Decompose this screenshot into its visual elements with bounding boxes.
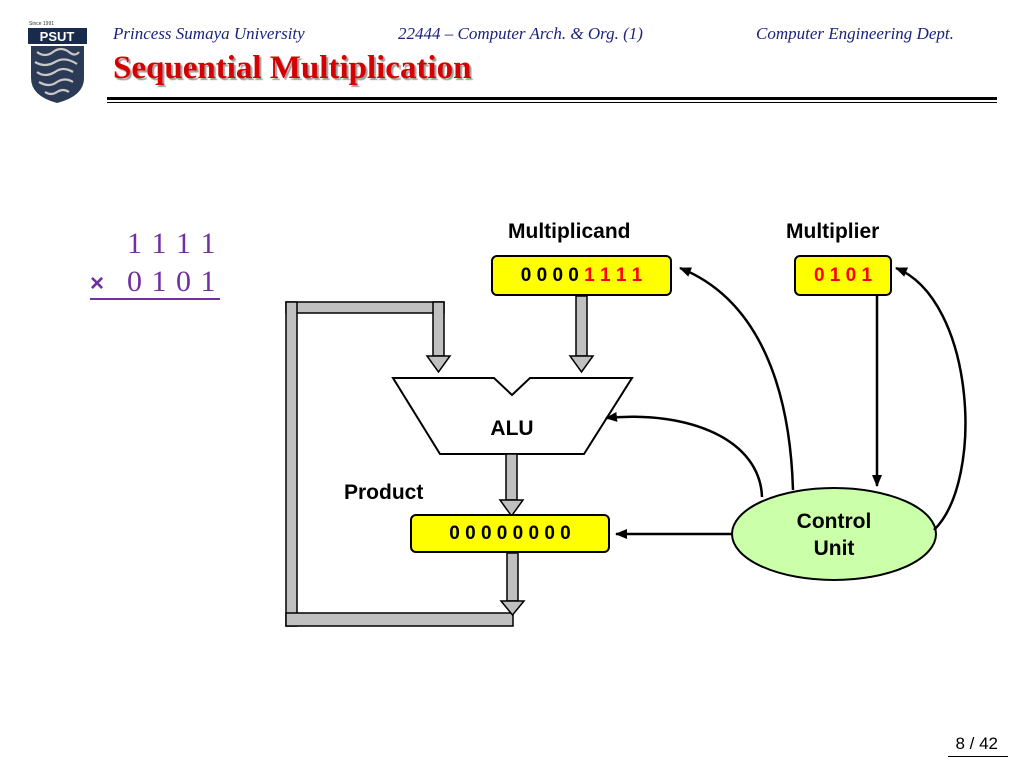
example-times-sign: × [90,270,105,297]
header-university: Princess Sumaya University [113,24,305,43]
slide-title: Sequential Multiplication [113,50,472,86]
title-rule-thick [107,97,997,100]
alu-input-left-arrow [425,301,452,374]
example-multiplicand: 1 1 1 1 [127,227,217,260]
logo-since-text: Since 1991 [29,21,54,27]
multiplicand-to-alu-arrow [568,295,595,374]
product-register: 0 0 0 0 0 0 0 0 [410,514,610,553]
multiplicand-low-bits: 1 1 1 1 [584,264,643,286]
page-number-underline [948,756,1008,757]
page-number: 8 / 42 [955,734,998,753]
feedback-bus [285,301,514,627]
alu-to-product-arrow [498,453,525,518]
control-to-multiplicand-arrow [679,266,795,491]
control-unit-label-line2: Unit [814,537,855,560]
control-unit-label-line1: Control [797,510,872,533]
multiplicand-register: 0 0 0 0 1 1 1 1 [491,255,672,296]
header-department: Computer Engineering Dept. [756,24,954,43]
control-unit-shape [731,487,937,581]
header-course: 22444 – Computer Arch. & Org. (1) [398,24,643,43]
alu-label: ALU [490,417,533,440]
example-underline [90,298,220,300]
multiplicand-label: Multiplicand [508,220,631,243]
example-multiplier: 0 1 0 1 [127,265,217,298]
control-to-multiplier-arrow [895,266,967,531]
product-label: Product [344,481,424,504]
multiplier-label: Multiplier [786,220,880,243]
multiplier-register: 0 1 0 1 [794,255,892,296]
control-to-alu-arrow [605,411,764,498]
title-rule-thin [107,102,997,103]
logo-abbr-text: PSUT [40,29,75,44]
psut-logo: Since 1991 PSUT [28,21,87,103]
product-to-feedback-arrow [499,552,526,617]
multiplicand-high-bits: 0 0 0 0 [520,264,585,286]
alu-shape [391,377,634,455]
